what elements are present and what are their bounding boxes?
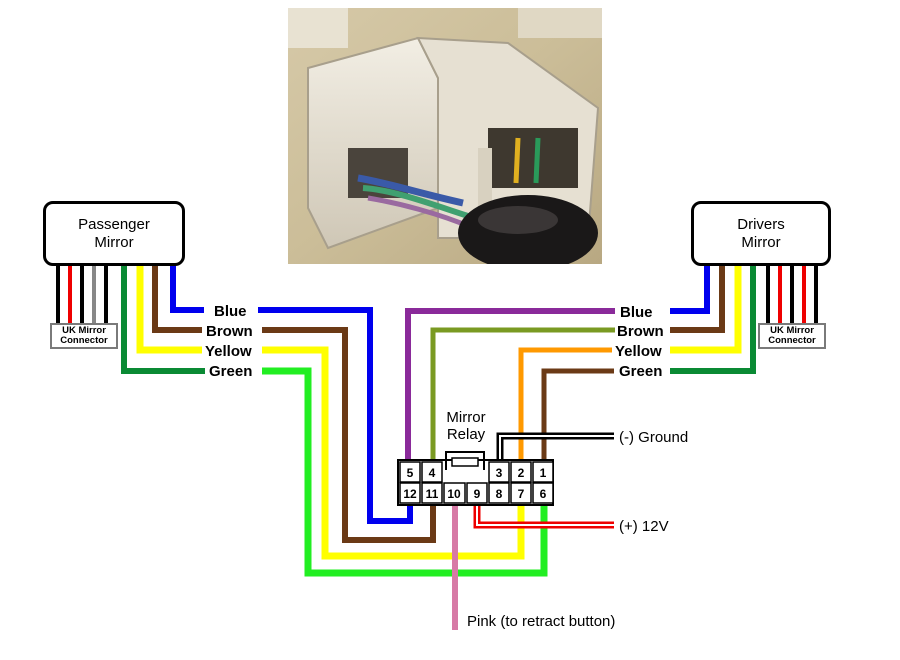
wire-green-left xyxy=(121,265,205,374)
label-ground: (-) Ground xyxy=(619,429,688,446)
passenger-connector-wires xyxy=(56,265,108,324)
drivers-mirror-line2: Mirror xyxy=(741,233,781,251)
connector-photo xyxy=(288,8,602,264)
label-blue-left: Blue xyxy=(214,303,247,320)
label-brown-left: Brown xyxy=(206,323,253,340)
pin-label: 1 xyxy=(540,466,547,480)
uk-connector-line2: Connector xyxy=(60,335,108,346)
wire-brown-left xyxy=(152,265,436,543)
label-green-right: Green xyxy=(619,363,662,380)
drivers-mirror-box: Drivers Mirror xyxy=(691,201,831,266)
pin-label: 9 xyxy=(474,487,481,501)
pin-label: 2 xyxy=(518,466,525,480)
pin-label: 3 xyxy=(496,466,503,480)
passenger-mirror-box: Passenger Mirror xyxy=(43,201,185,266)
label-brown-right: Brown xyxy=(617,323,664,340)
wire-purple xyxy=(405,308,615,462)
label-green-left: Green xyxy=(209,363,252,380)
wire-yellow-right xyxy=(670,265,742,354)
drivers-mirror-line1: Drivers xyxy=(737,215,785,233)
label-12v: (+) 12V xyxy=(619,518,669,535)
pin-label: 8 xyxy=(496,487,503,501)
label-yellow-left: Yellow xyxy=(205,343,252,360)
wire-brown-center xyxy=(541,368,614,462)
pin-label: 11 xyxy=(426,487,439,501)
pin-label: 4 xyxy=(429,466,436,480)
passenger-mirror-line1: Passenger xyxy=(78,215,150,233)
wire-orange xyxy=(518,347,612,462)
pin-label: 10 xyxy=(447,487,461,501)
pin-label: 7 xyxy=(518,487,525,501)
label-blue-right: Blue xyxy=(620,304,653,321)
pin-label: 6 xyxy=(540,487,547,501)
wire-yellow-left xyxy=(136,265,525,560)
relay-title-line2: Relay xyxy=(447,426,486,443)
wire-blue-left xyxy=(170,265,413,524)
pin-label: 5 xyxy=(407,466,414,480)
uk-connector-line1: UK Mirror xyxy=(770,325,814,336)
wire-blue-right xyxy=(670,265,710,314)
label-pink: Pink (to retract button) xyxy=(467,613,615,630)
drivers-connector-wires xyxy=(766,265,818,324)
pin-label: 12 xyxy=(403,487,417,501)
wire-ground xyxy=(496,432,614,462)
uk-mirror-connector-left: UK Mirror Connector xyxy=(50,323,118,349)
wire-brown-right xyxy=(670,265,725,333)
relay-connector xyxy=(397,451,554,506)
uk-connector-line1: UK Mirror xyxy=(62,325,106,336)
uk-connector-line2: Connector xyxy=(768,335,816,346)
relay-latch xyxy=(445,451,485,470)
wire-lightgreen-left xyxy=(262,367,548,577)
wire-olive xyxy=(430,327,615,462)
uk-mirror-connector-right: UK Mirror Connector xyxy=(758,323,826,349)
label-yellow-right: Yellow xyxy=(615,343,662,360)
passenger-mirror-line2: Mirror xyxy=(94,233,134,251)
wire-green-right xyxy=(670,265,756,374)
relay-title-line1: Mirror xyxy=(446,409,485,426)
